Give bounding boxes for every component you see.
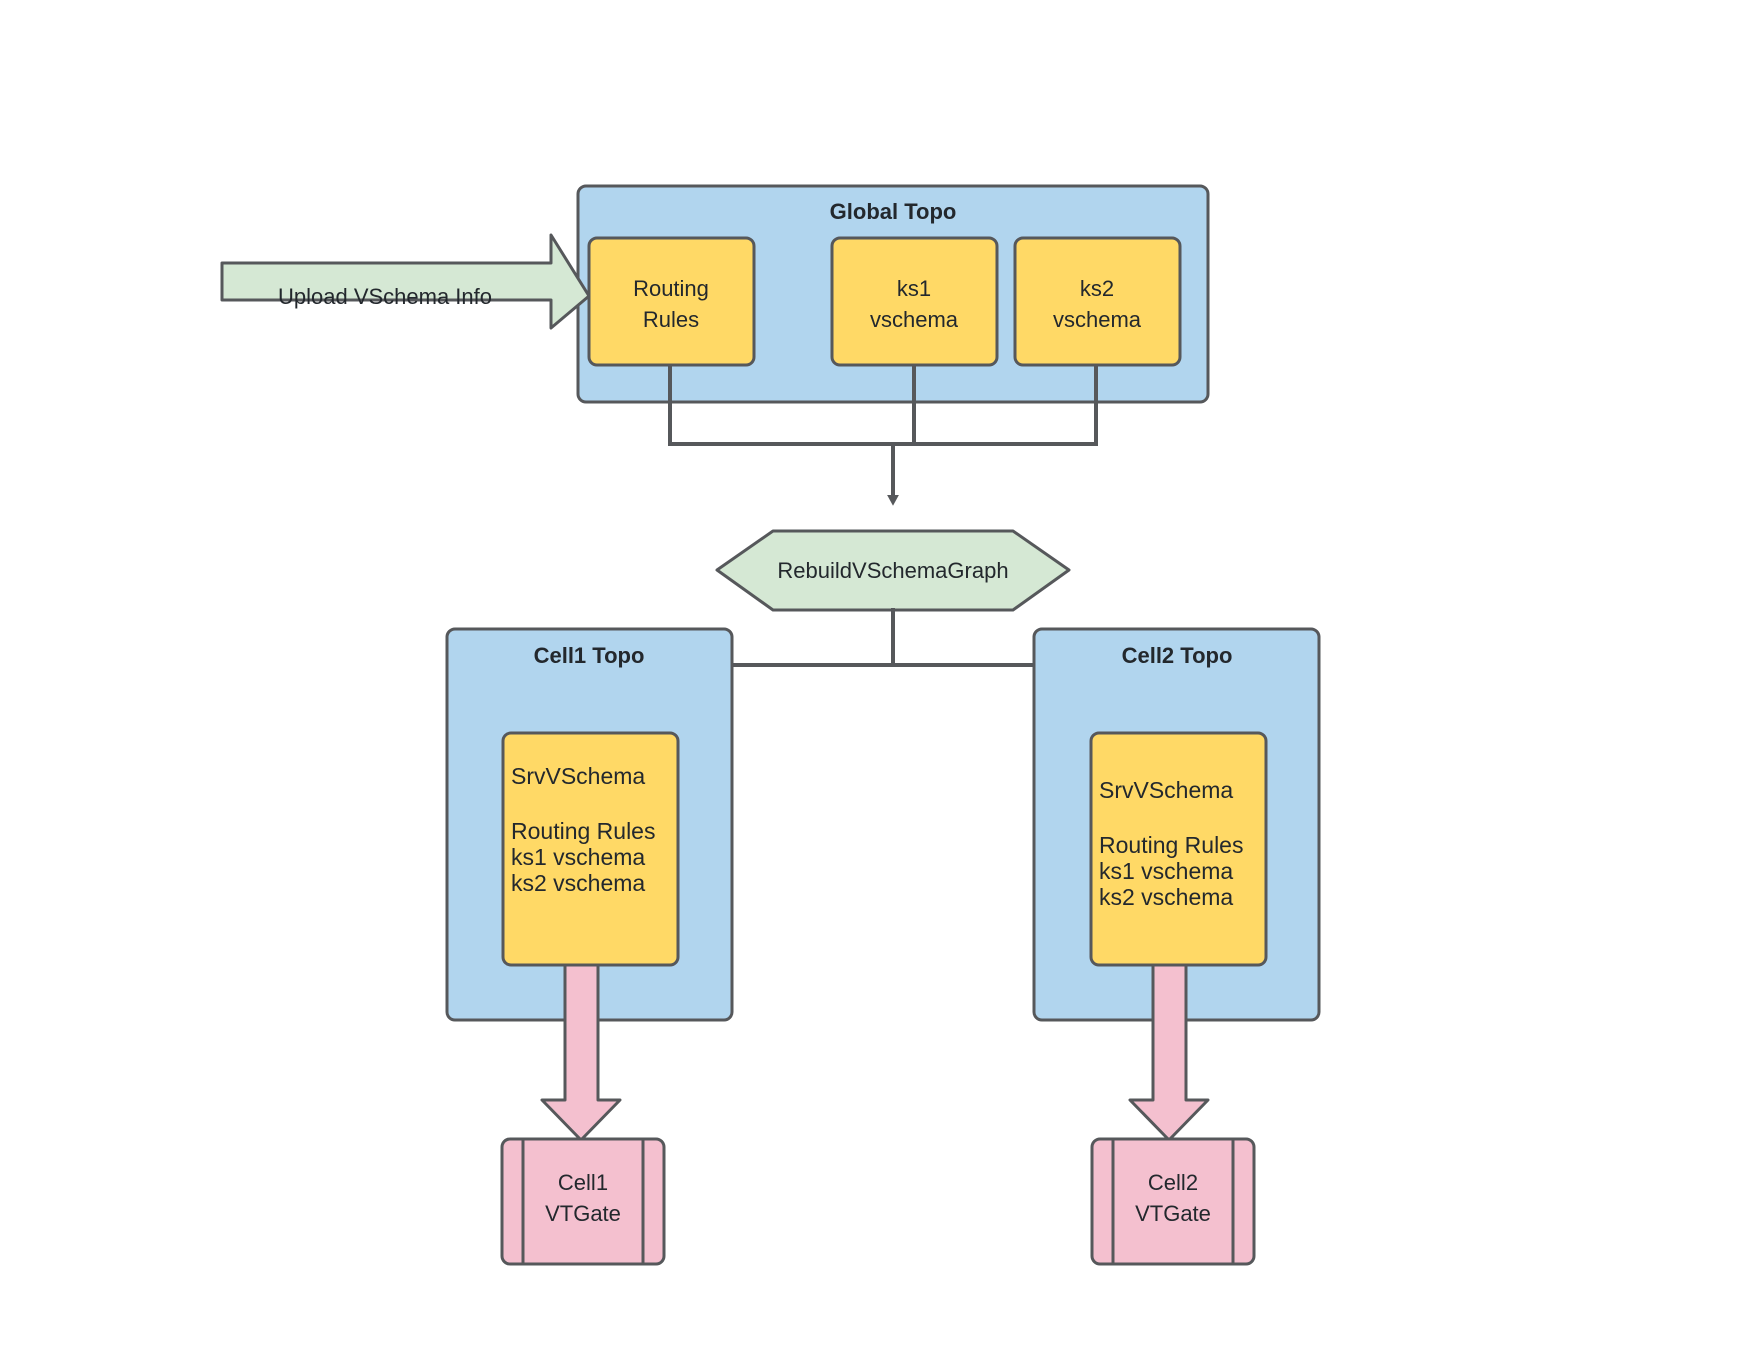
node-cell2-vtgate[interactable]: Cell2 VTGate bbox=[1090, 1137, 1256, 1266]
node-cell2-srvvschema[interactable]: SrvVSchema Routing Rules ks1 vschema ks2… bbox=[1089, 731, 1268, 967]
cell2-srvvschema-line-1: SrvVSchema bbox=[1099, 777, 1233, 803]
cell1-vtgate-line-2: VTGate bbox=[545, 1201, 621, 1226]
ks2-vschema-line-1: ks2 bbox=[1080, 276, 1114, 301]
cell2-topo-title: Cell2 Topo bbox=[1122, 643, 1233, 668]
cell1-pink-arrow bbox=[540, 963, 622, 1142]
node-cell1-vtgate[interactable]: Cell1 VTGate bbox=[500, 1137, 666, 1266]
cell2-pink-arrow bbox=[1128, 963, 1210, 1142]
routing-rules-box[interactable] bbox=[587, 236, 756, 367]
node-routing-rules[interactable]: Routing Rules bbox=[587, 236, 756, 367]
global-topo-connectors bbox=[668, 363, 1098, 506]
cell1-vtgate-box[interactable] bbox=[500, 1137, 666, 1266]
ks2-vschema-line-2: vschema bbox=[1053, 307, 1142, 332]
cell1-srvvschema-line-5: ks2 vschema bbox=[511, 870, 645, 896]
ks1-vschema-line-1: ks1 bbox=[897, 276, 931, 301]
cell1-srvvschema-line-4: ks1 vschema bbox=[511, 844, 645, 870]
routing-rules-line-2: Rules bbox=[643, 307, 699, 332]
ks2-vschema-box[interactable] bbox=[1013, 236, 1182, 367]
cell2-vtgate-box[interactable] bbox=[1090, 1137, 1256, 1266]
global-topo-title: Global Topo bbox=[830, 199, 957, 224]
node-cell1-srvvschema[interactable]: SrvVSchema Routing Rules ks1 vschema ks2… bbox=[501, 731, 680, 967]
connector-routing-rules bbox=[668, 363, 1098, 446]
cell1-vtgate-line-1: Cell1 bbox=[558, 1170, 608, 1195]
rebuild-vschema-graph-hexagon[interactable] bbox=[715, 529, 1071, 612]
upload-vschema-info-arrow[interactable]: Upload VSchema Info bbox=[220, 233, 591, 330]
cell1-srvvschema-line-1: SrvVSchema bbox=[511, 763, 645, 789]
upload-arrow-shape[interactable] bbox=[220, 233, 591, 330]
cell1-srvvschema-to-vtgate-arrow bbox=[540, 963, 622, 1142]
cell2-srvvschema-to-vtgate-arrow bbox=[1128, 963, 1210, 1142]
cell2-vtgate-line-2: VTGate bbox=[1135, 1201, 1211, 1226]
cell1-topo-title: Cell1 Topo bbox=[534, 643, 645, 668]
node-ks2-vschema[interactable]: ks2 vschema bbox=[1013, 236, 1182, 367]
process-rebuild-vschema-graph[interactable]: RebuildVSchemaGraph bbox=[715, 529, 1071, 612]
upload-arrow-label: Upload VSchema Info bbox=[278, 284, 492, 309]
cell2-vtgate-line-1: Cell2 bbox=[1148, 1170, 1198, 1195]
ks1-vschema-line-2: vschema bbox=[870, 307, 959, 332]
cell2-srvvschema-line-3: Routing Rules bbox=[1099, 832, 1243, 858]
node-ks1-vschema[interactable]: ks1 vschema bbox=[830, 236, 999, 367]
rebuild-vschema-graph-label: RebuildVSchemaGraph bbox=[777, 558, 1008, 583]
cell2-srvvschema-line-5: ks2 vschema bbox=[1099, 884, 1233, 910]
cell1-srvvschema-line-3: Routing Rules bbox=[511, 818, 655, 844]
ks1-vschema-box[interactable] bbox=[830, 236, 999, 367]
routing-rules-line-1: Routing bbox=[633, 276, 709, 301]
cell2-srvvschema-line-4: ks1 vschema bbox=[1099, 858, 1233, 884]
